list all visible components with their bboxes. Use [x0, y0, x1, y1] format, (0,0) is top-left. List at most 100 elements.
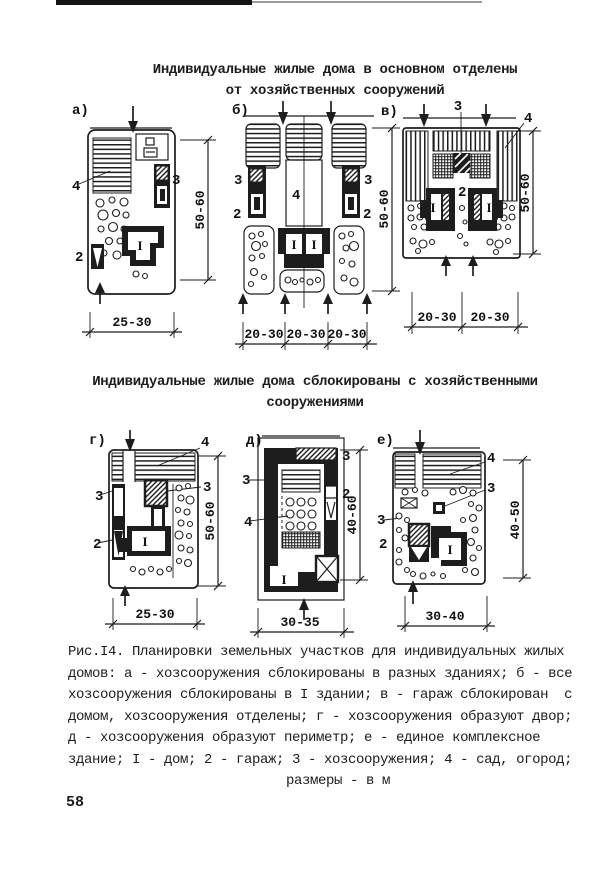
house-left-mark: I [430, 200, 435, 215]
entry-arrow-top-left [278, 101, 288, 125]
figure-g: г) 4 3 2 3 I [89, 430, 226, 630]
figure-d-label: д) [246, 433, 263, 449]
callout-garage: 2 [75, 250, 83, 266]
house-left-mark: I [291, 237, 296, 252]
garden-strips [405, 130, 518, 202]
width-dim-label: 30-35 [280, 615, 319, 630]
callout-garden: 4 [244, 515, 252, 531]
house-mark: I [281, 572, 286, 587]
callout-garage: 2 [458, 185, 466, 201]
callout-garden: 4 [201, 435, 209, 451]
outbuilding-block [154, 164, 170, 208]
caption-line-5: д - хозсооружения образуют периметр; е -… [68, 730, 541, 746]
width-dimension: 30-40 [397, 596, 495, 632]
height-dim-label: 50-60 [518, 173, 533, 212]
callout-garden: 4 [487, 451, 495, 467]
caption-line-2: домов: а - хозсооружения сблокированы в … [68, 665, 573, 682]
top-heading-line2: от хозяйственных сооружений [225, 83, 445, 99]
height-dimension: 40-50 [503, 455, 531, 583]
callout-outbuilding-left: 3 [377, 513, 385, 529]
callout-outbuilding-left: 3 [234, 173, 242, 189]
callout-outbuilding-right: 3 [364, 173, 372, 189]
figure-a: а) I 4 3 2 [72, 103, 216, 338]
height-dimension: 50-60 [197, 451, 226, 591]
entry-arrows-bottom [238, 293, 372, 314]
garden-area [92, 137, 132, 194]
caption-line-3: хозсооружения сблокированы в I здании; в… [68, 687, 573, 703]
x-rect [400, 497, 418, 509]
house-mark: I [137, 238, 142, 253]
trees [395, 485, 483, 580]
callout-garage: 2 [93, 537, 101, 553]
entry-arrow-bottom [120, 585, 130, 606]
width-dim-label: 25-30 [135, 607, 174, 622]
height-dim-label: 50-60 [193, 190, 208, 229]
house-right-mark: I [311, 237, 316, 252]
plot-outline [257, 437, 345, 601]
house-left: I [420, 188, 455, 231]
garden-strips [245, 123, 367, 169]
house: I [431, 526, 467, 566]
callout-outbuilding-left: 3 [242, 473, 250, 489]
callout-outbuilding: 3 [454, 99, 462, 115]
height-dimension: 40-60 [340, 445, 368, 585]
entry-arrow-bottom [408, 580, 418, 604]
width-dimension: 20-30 20-30 20-30 [235, 322, 377, 350]
callout-garage: 2 [342, 487, 350, 503]
garden-area [111, 451, 196, 482]
entry-arrow-top-left [419, 104, 429, 127]
small-outbuilding [433, 502, 445, 514]
plot-outline [108, 449, 199, 589]
house: I [119, 506, 171, 556]
house-right: I [468, 188, 503, 231]
height-dim-label: 50-60 [203, 501, 218, 540]
house-mark: I [142, 534, 147, 549]
plot-outline [402, 127, 521, 259]
callout-outbuilding-right: 3 [342, 449, 350, 465]
entry-arrow-top-right [481, 104, 491, 127]
callout-outbuilding-right: 3 [487, 481, 495, 497]
width-dim-label: 30-40 [425, 609, 464, 624]
figure-caption: Рис.I4. Планировки земельных участков дл… [68, 642, 600, 793]
middle-heading: Индивидуальные жилые дома сблокированы с… [70, 372, 560, 414]
figure-b-label: б) [232, 103, 249, 119]
width-dim-1: 20-30 [417, 310, 456, 325]
figure-e: е) 4 3 3 2 I [377, 430, 531, 632]
garden-area [394, 453, 482, 489]
callout-outbuilding-right: 3 [203, 480, 211, 496]
side-yards [243, 225, 365, 295]
width-dimension: 25-30 [105, 598, 205, 630]
middle-heading-line2: сооружениями [266, 395, 364, 411]
width-dim-2: 20-30 [286, 327, 325, 342]
caption-line-6: здание; I - дом; 2 - гараж; 3 - хозсоору… [68, 751, 573, 768]
middle-heading-line1: Индивидуальные жилые дома сблокированы с… [92, 374, 538, 390]
callout-outbuilding: 3 [172, 173, 180, 189]
house-right-mark: I [486, 200, 491, 215]
callout-garden: 4 [72, 179, 80, 195]
figure-e-label: е) [377, 433, 394, 449]
scan-artifact-line [252, 1, 482, 3]
height-dim-label: 50-60 [377, 189, 392, 228]
width-dimension: 25-30 [82, 312, 182, 338]
width-dimension: 20-30 20-30 [404, 292, 528, 334]
outbuilding-hatched [143, 478, 169, 508]
figure-v: в) 3 4 I [381, 99, 541, 334]
width-dim-label: 25-30 [112, 315, 151, 330]
trees [129, 482, 195, 576]
garage [91, 244, 104, 269]
plot-outline [87, 129, 176, 295]
figure-d: д) I 3 3 2 4 30-35 [242, 433, 368, 638]
figure-g-label: г) [89, 433, 106, 449]
garage [407, 522, 431, 562]
trees [247, 230, 360, 288]
figure-b: б) 4 3 2 3 2 I I [232, 101, 400, 350]
height-dim-label: 40-60 [345, 495, 360, 534]
callout-garage: 2 [379, 537, 387, 553]
width-dimension: 30-35 [250, 608, 354, 638]
entry-arrow-top [415, 430, 425, 455]
figure-v-label: в) [381, 104, 398, 120]
outbuilding-right [342, 166, 360, 218]
x-box [314, 554, 340, 584]
callout-garage-left: 2 [233, 207, 241, 223]
entry-arrows-bottom [441, 255, 478, 276]
